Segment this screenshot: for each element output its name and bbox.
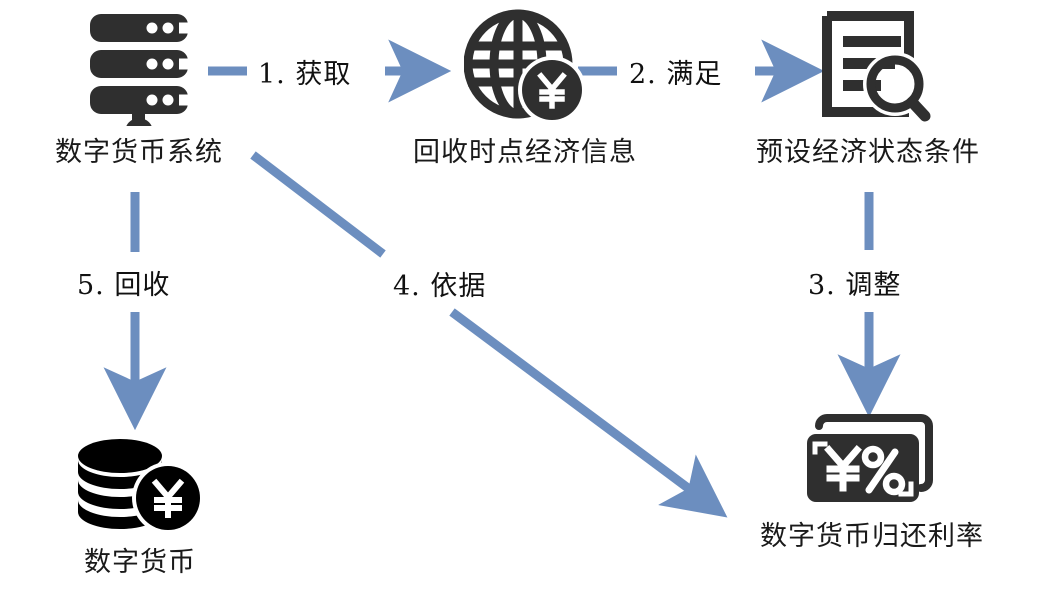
- node-digital-currency[interactable]: 数字货币: [20, 432, 260, 578]
- node-preset-economic-condition[interactable]: 预设经济状态条件: [718, 8, 1018, 168]
- coin-stack-yen-icon: [70, 432, 210, 534]
- node-label-digital-currency: 数字货币: [84, 547, 196, 578]
- edge-label-4-basis: 4. 依据: [393, 271, 487, 302]
- node-digital-currency-return-rate[interactable]: 数字货币归还利率: [722, 404, 1022, 552]
- node-digital-currency-system[interactable]: 数字货币系统: [14, 8, 264, 168]
- edge-label-5-recycle: 5. 回收: [77, 270, 171, 301]
- node-label-recovery-point-economic-info: 回收时点经济信息: [413, 137, 637, 168]
- server-rack-icon: [80, 8, 198, 126]
- card-yen-percent-icon: [797, 404, 947, 510]
- edge-label-1-acquire: 1. 获取: [258, 59, 352, 90]
- connector-4-basis: [250, 151, 728, 518]
- node-recovery-point-economic-info[interactable]: 回收时点经济信息: [375, 8, 675, 168]
- node-label-digital-currency-return-rate: 数字货币归还利率: [760, 521, 984, 552]
- edge-label-2-satisfy: 2. 满足: [629, 59, 723, 90]
- node-label-digital-currency-system: 数字货币系统: [55, 137, 223, 168]
- globe-yen-icon: [464, 8, 586, 126]
- edge-label-3-adjust: 3. 调整: [808, 270, 902, 301]
- node-label-preset-economic-condition: 预设经济状态条件: [756, 137, 980, 168]
- document-search-icon: [805, 8, 931, 126]
